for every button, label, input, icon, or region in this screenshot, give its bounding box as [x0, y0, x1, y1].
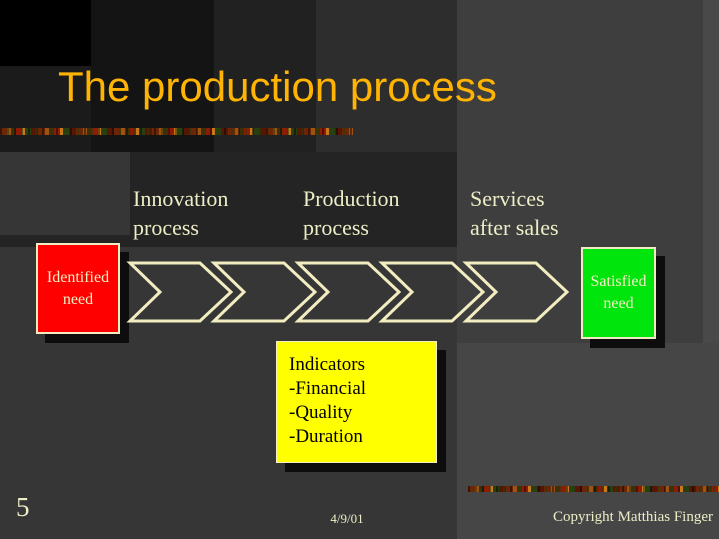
identified-need-line: Identified	[46, 268, 110, 286]
slide-title: The production process	[58, 63, 497, 110]
stage-label-line: after sales	[470, 215, 559, 240]
stage-label-services: Services after sales	[470, 184, 559, 242]
indicators-item: -Financial	[289, 378, 367, 399]
chevron-arrow	[210, 261, 318, 323]
indicators-title: Indicators	[289, 354, 365, 375]
background-black-square	[0, 0, 91, 66]
slide-date: 4/9/01	[330, 511, 364, 526]
background-title-band-4	[316, 0, 457, 152]
identified-need-box: Identified need	[36, 243, 120, 334]
process-chevron-flow	[126, 261, 570, 323]
stage-label-production: Production process	[303, 184, 400, 242]
stage-label-line: process	[303, 215, 369, 240]
satisfied-need-line: need	[603, 295, 634, 312]
stage-label-line: Services	[470, 186, 545, 211]
indicators-item: -Duration	[289, 426, 363, 447]
stage-label-line: process	[133, 215, 199, 240]
chevron-arrow	[294, 261, 402, 323]
satisfied-need-line: Satisfied	[590, 273, 647, 290]
stage-label-line: Production	[303, 186, 400, 211]
chevron-arrow	[126, 261, 234, 323]
page-number: 5	[16, 492, 30, 522]
background-title-band-3	[214, 0, 316, 152]
background-title-band-2	[91, 0, 214, 152]
background-band-right	[457, 0, 703, 343]
identified-need-line: need	[62, 290, 94, 308]
chevron-arrow	[462, 261, 570, 323]
indicators-box: Indicators -Financial -Quality -Duration	[276, 341, 437, 463]
satisfied-need-box: Satisfied need	[581, 247, 656, 339]
stage-label-line: Innovation	[133, 186, 229, 211]
chevron-arrow	[378, 261, 486, 323]
copyright-text: Copyright Matthias Finger	[553, 509, 713, 525]
indicators-item: -Quality	[289, 402, 353, 423]
texture-strip-top	[0, 128, 353, 135]
stage-label-innovation: Innovation process	[133, 184, 228, 242]
background-band-far-right	[703, 0, 719, 343]
background-band-mid-left	[0, 152, 130, 235]
texture-strip-bottom	[468, 486, 719, 492]
